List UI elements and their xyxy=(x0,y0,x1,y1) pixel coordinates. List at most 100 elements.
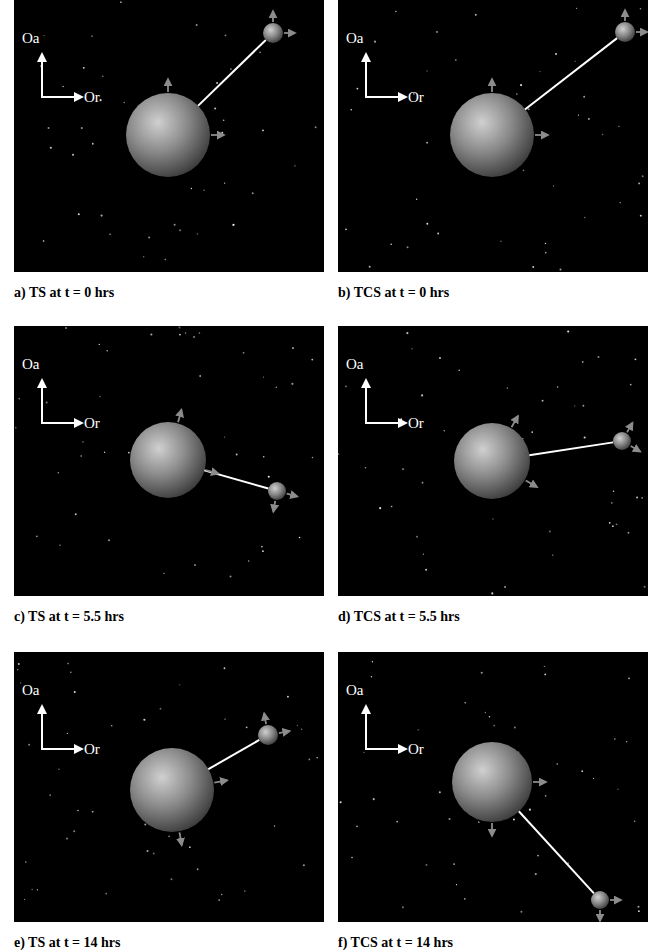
star xyxy=(636,497,638,499)
star xyxy=(92,143,94,145)
star xyxy=(416,198,418,200)
star xyxy=(43,240,45,242)
panel-illustration xyxy=(14,652,324,922)
star xyxy=(635,358,637,360)
star xyxy=(263,376,264,377)
star xyxy=(365,467,367,469)
star xyxy=(529,809,531,811)
star xyxy=(20,682,21,683)
panel-caption: c) TS at t = 5.5 hrs xyxy=(14,609,124,625)
star xyxy=(199,332,201,334)
star xyxy=(593,778,594,779)
star xyxy=(100,99,102,101)
star xyxy=(423,554,424,555)
star xyxy=(83,67,85,69)
body-axis-arrow xyxy=(211,134,224,136)
star xyxy=(77,810,79,812)
star xyxy=(400,418,402,420)
star xyxy=(67,733,68,734)
panel-caption: d) TCS at t = 5.5 hrs xyxy=(338,609,460,625)
main-body-sphere xyxy=(452,742,532,822)
tethered-body-sphere xyxy=(615,22,635,42)
star xyxy=(602,134,604,136)
star xyxy=(532,266,534,268)
star xyxy=(426,142,428,144)
star xyxy=(458,369,460,371)
star xyxy=(545,795,547,797)
main-body-sphere xyxy=(130,422,206,498)
star xyxy=(514,726,516,728)
star xyxy=(230,575,232,577)
star xyxy=(193,336,195,338)
star xyxy=(75,513,77,515)
star xyxy=(276,387,277,388)
star xyxy=(160,708,162,710)
star xyxy=(426,864,428,866)
star xyxy=(455,59,457,61)
star xyxy=(262,130,264,132)
star xyxy=(406,332,408,334)
star xyxy=(582,405,584,407)
star xyxy=(507,387,508,388)
star xyxy=(48,127,50,129)
panel-background xyxy=(338,0,648,272)
star xyxy=(263,456,265,458)
body-axis-arrow xyxy=(287,494,298,497)
star xyxy=(537,855,539,857)
star xyxy=(371,676,372,677)
star xyxy=(578,114,579,115)
star xyxy=(50,147,52,149)
star xyxy=(609,522,611,524)
star xyxy=(244,890,246,892)
star xyxy=(640,215,642,217)
axis-label: Oa xyxy=(346,30,364,46)
star xyxy=(199,375,201,377)
panel-background xyxy=(14,326,324,596)
body-axis-arrow xyxy=(273,501,275,512)
star xyxy=(642,175,644,177)
star xyxy=(520,911,522,913)
star xyxy=(374,41,376,43)
star xyxy=(178,326,180,328)
star xyxy=(179,684,180,685)
star xyxy=(294,165,295,166)
tethered-body-sphere xyxy=(258,725,278,745)
panel-illustration xyxy=(14,326,324,596)
star xyxy=(109,233,110,234)
star xyxy=(73,830,75,832)
axis-arrow xyxy=(365,748,406,750)
tethered-body-sphere xyxy=(591,891,609,909)
star xyxy=(356,88,358,90)
star xyxy=(614,738,616,740)
axis-label: Oa xyxy=(346,682,364,698)
star xyxy=(372,661,373,662)
star xyxy=(106,350,108,352)
star xyxy=(46,402,48,404)
body-axis-arrow xyxy=(599,910,601,921)
star xyxy=(59,545,60,546)
panel-background xyxy=(14,652,324,922)
star xyxy=(340,801,342,803)
star xyxy=(297,725,298,726)
star xyxy=(436,31,438,33)
star xyxy=(373,798,375,800)
body-axis-arrow xyxy=(167,79,169,92)
star xyxy=(638,910,640,912)
star xyxy=(246,726,248,728)
star xyxy=(232,224,234,226)
axis-arrow xyxy=(41,54,43,97)
axis-label: Or xyxy=(84,415,100,431)
view-panel: OaOrd) TCS at t = 5.5 hrs xyxy=(338,326,648,596)
star xyxy=(616,523,618,525)
star xyxy=(28,744,30,746)
axis-label: Oa xyxy=(22,30,40,46)
panel-background xyxy=(338,326,648,596)
star xyxy=(143,256,145,258)
star xyxy=(350,109,352,111)
body-axis-arrow xyxy=(279,731,290,733)
star xyxy=(36,536,38,538)
star xyxy=(634,821,635,822)
star xyxy=(291,383,293,385)
tethered-body-sphere xyxy=(268,482,286,500)
star xyxy=(417,729,418,730)
